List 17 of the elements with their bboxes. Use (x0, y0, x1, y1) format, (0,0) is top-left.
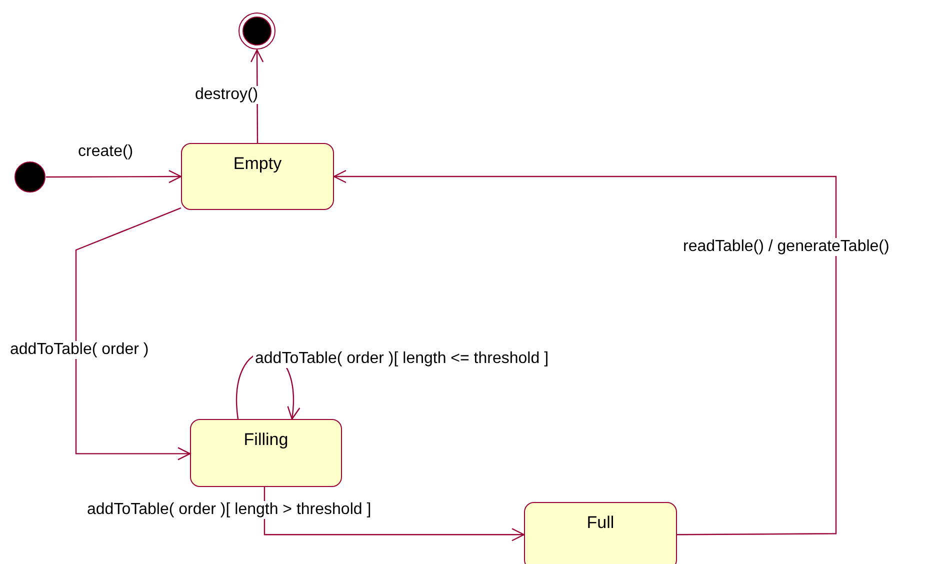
state-box (524, 502, 677, 564)
edge-label: create() (76, 143, 136, 161)
state-box (181, 143, 334, 210)
transition-arrow (75, 207, 191, 460)
edge-label: readTable() / generateTable() (681, 238, 892, 256)
edge-label: addToTable( order ) (8, 341, 151, 359)
transition-arrow (46, 170, 182, 184)
state-name: Full (586, 513, 614, 532)
final-state (238, 12, 276, 50)
edge-label: destroy() (193, 86, 260, 104)
transition-arrow (333, 170, 837, 536)
state-name: Filling (244, 430, 288, 449)
edge-label: addToTable( order )[ length > threshold ] (85, 501, 374, 519)
state-name: Empty (233, 154, 282, 173)
transition-arrow (264, 487, 525, 542)
state-box (190, 419, 342, 487)
initial-state (14, 161, 46, 193)
